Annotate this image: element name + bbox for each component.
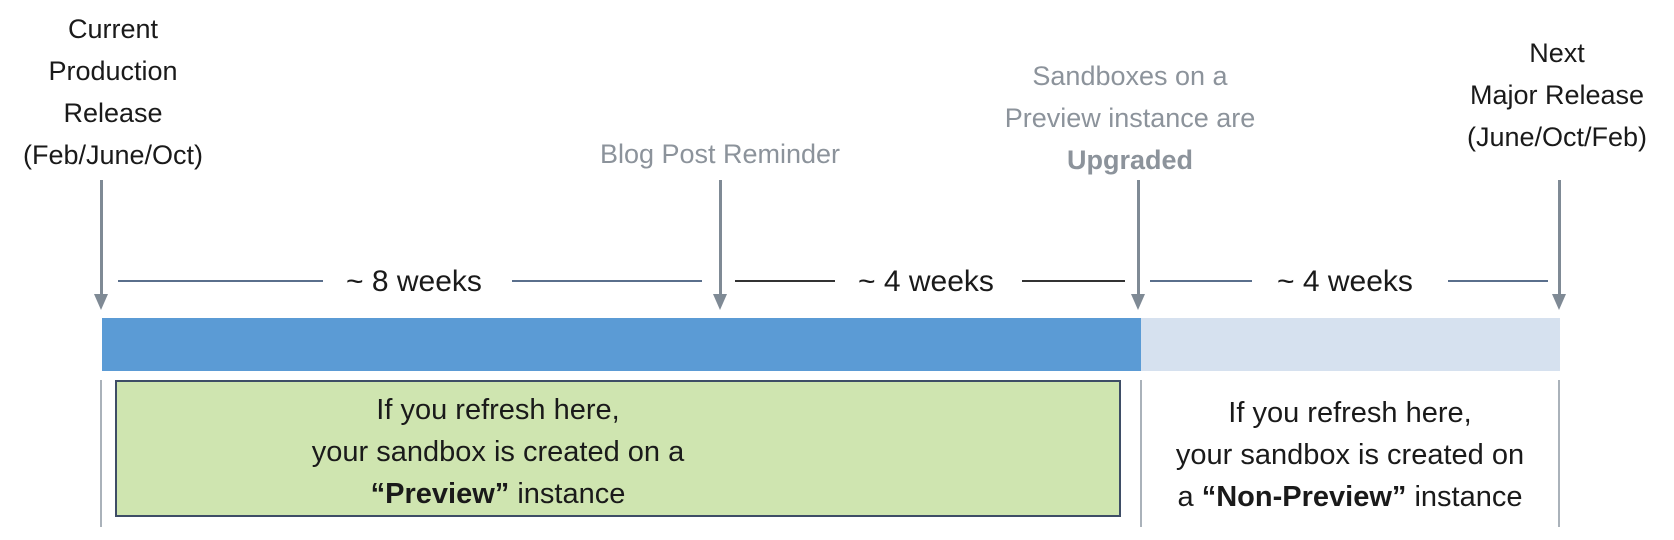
duration-4-weeks-a: ~ 4 weeks <box>858 265 994 298</box>
next-release-label: Next Major Release (June/Oct/Feb) <box>1440 32 1674 158</box>
current-release-line1: Current <box>67 14 159 44</box>
duration-line-3b <box>1448 280 1548 282</box>
left-separator <box>100 380 102 527</box>
blog-reminder-line1: Blog Post Reminder <box>599 139 841 169</box>
middle-separator <box>1140 380 1142 527</box>
preview-box-line3-rest: instance <box>509 478 626 510</box>
duration-line-1a <box>118 280 323 282</box>
timeline-preview-segment <box>102 318 1141 371</box>
duration-8-weeks: ~ 8 weeks <box>346 265 482 298</box>
upgrade-line2: Preview instance are <box>1004 103 1256 133</box>
current-release-line4: (Feb/June/Oct) <box>22 140 204 170</box>
right-separator <box>1558 380 1560 527</box>
duration-line-2b <box>1022 280 1125 282</box>
current-release-line2: Production <box>48 56 178 86</box>
current-release-label: Current Production Release (Feb/June/Oct… <box>0 8 226 176</box>
next-release-line1: Next <box>1529 38 1585 68</box>
nonpreview-line1: If you refresh here, <box>1228 397 1472 429</box>
preview-box-line2: your sandbox is created on a <box>311 436 685 468</box>
duration-line-2a <box>735 280 835 282</box>
duration-line-3a <box>1150 280 1252 282</box>
timeline-nonpreview-segment <box>1141 318 1560 371</box>
upgrade-line3: Upgraded <box>1066 145 1193 175</box>
next-release-line3: (June/Oct/Feb) <box>1466 122 1648 152</box>
upgrade-label: Sandboxes on a Preview instance are Upgr… <box>940 55 1320 181</box>
nonpreview-line3: a “Non-Preview” instance <box>1150 476 1550 518</box>
preview-box-line1: If you refresh here, <box>376 394 620 426</box>
nonpreview-line3-pre: a <box>1177 481 1202 513</box>
nonpreview-line2: your sandbox is created on <box>1175 439 1525 471</box>
next-release-line2: Major Release <box>1469 80 1645 110</box>
nonpreview-refresh-text: If you refresh here, your sandbox is cre… <box>1150 392 1550 518</box>
preview-emphasis: “Preview” <box>370 478 510 510</box>
upgrade-line1: Sandboxes on a <box>1032 61 1228 91</box>
preview-refresh-box: If you refresh here, your sandbox is cre… <box>115 380 1121 517</box>
duration-line-1b <box>512 280 702 282</box>
current-release-line3: Release <box>63 98 163 128</box>
duration-4-weeks-b: ~ 4 weeks <box>1277 265 1413 298</box>
nonpreview-emphasis: “Non-Preview” <box>1201 481 1407 513</box>
blog-reminder-label: Blog Post Reminder <box>540 133 900 175</box>
preview-box-line3: “Preview” instance <box>0 473 999 515</box>
nonpreview-line3-rest: instance <box>1406 481 1523 513</box>
